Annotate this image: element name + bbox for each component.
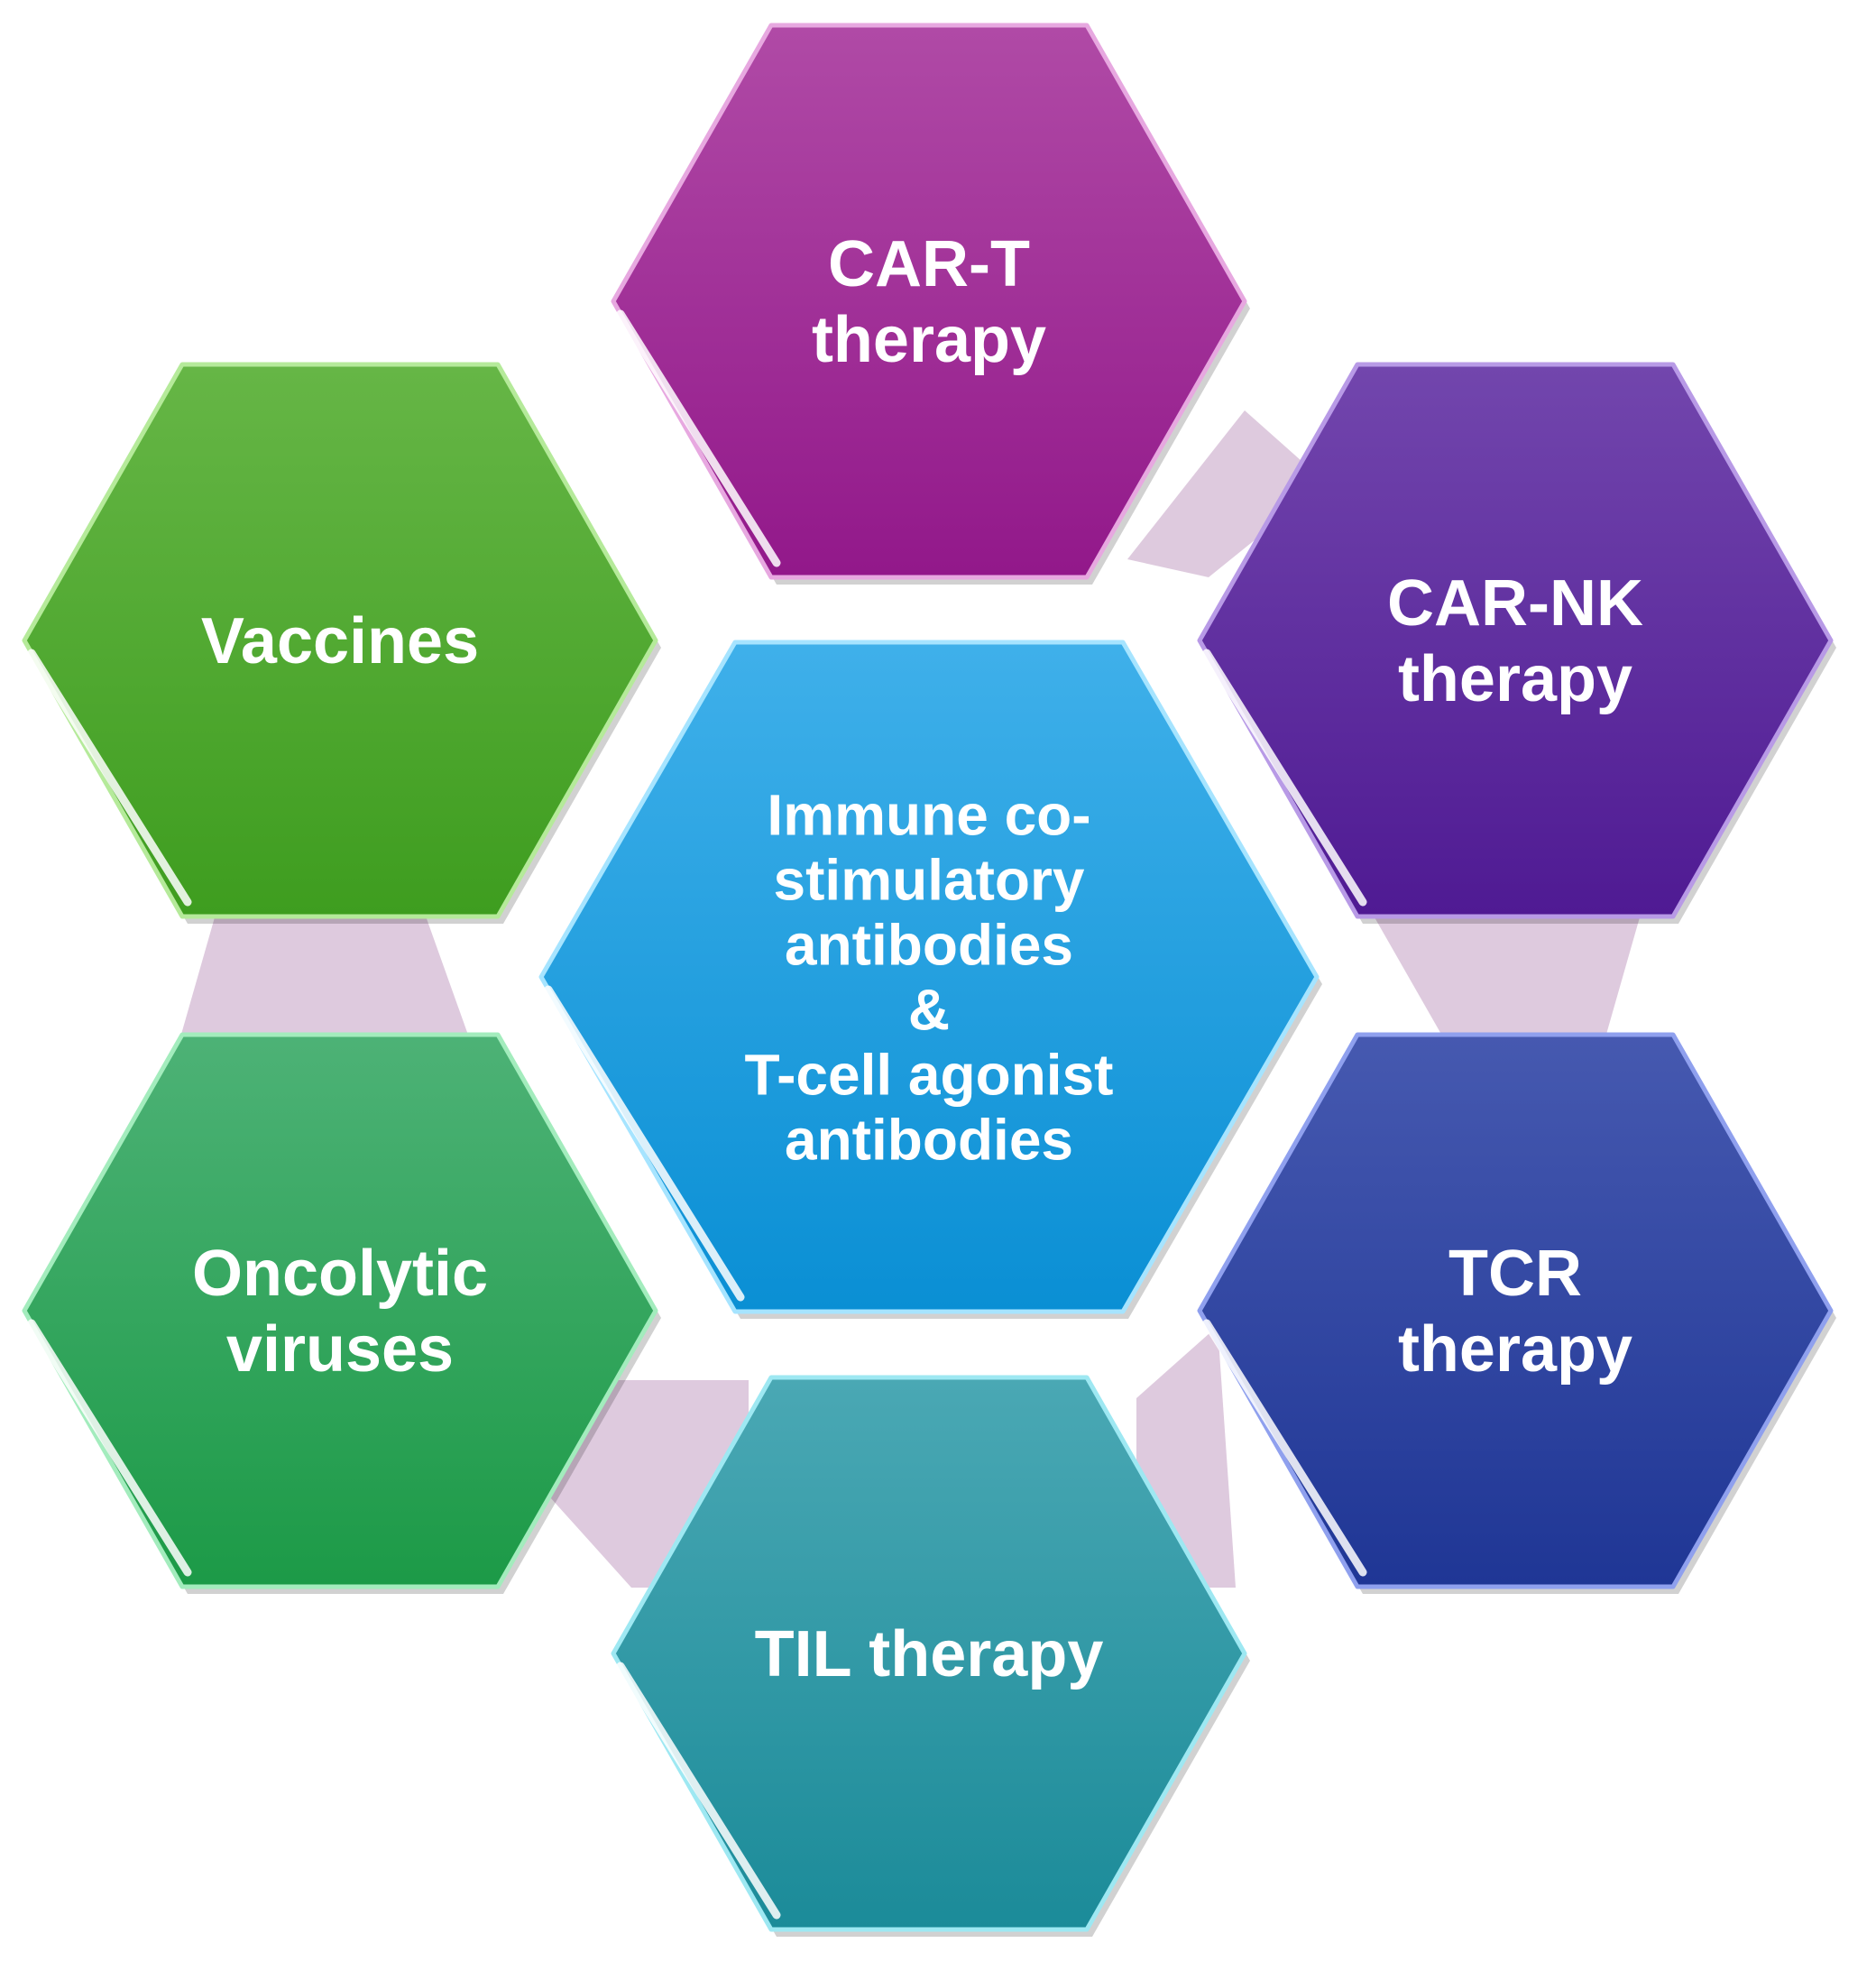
hexagon-shape	[22, 1032, 658, 1589]
hexagon-label-line: TIL therapy	[755, 1618, 1104, 1690]
hexagon-highlight	[1202, 649, 1367, 907]
hexagon-shape	[611, 1375, 1247, 1932]
hexagon-shape	[538, 640, 1320, 1314]
hexagon-label-line: viruses	[226, 1313, 454, 1386]
hexagon-label-line: antibodies	[785, 912, 1073, 977]
hexagon-label-line: antibodies	[785, 1107, 1073, 1172]
connector-band-5	[180, 911, 469, 1037]
hexagon-label-line: Oncolytic	[192, 1238, 488, 1310]
hexagon-shape	[1197, 1032, 1834, 1589]
hexagon-label-line: Immune co-	[767, 782, 1090, 847]
hexagon-shape	[1197, 362, 1834, 919]
hexagon-label-line: therapy	[812, 304, 1046, 376]
hexagon-highlight	[27, 1319, 192, 1577]
hexagon-highlight	[616, 1662, 781, 1920]
connector-band-2	[1371, 911, 1642, 1037]
hexagon-vaccines: Vaccines	[22, 362, 661, 924]
connector-layer	[180, 410, 1642, 1588]
hexagon-shape	[611, 23, 1247, 580]
hexagon-label-line: T-cell agonist	[745, 1042, 1114, 1107]
hexagon-label-line: TCR	[1448, 1238, 1582, 1310]
connector-band-1	[1127, 410, 1326, 577]
hexagon-label-line: therapy	[1398, 643, 1632, 715]
hexagon-label-line: CAR-T	[828, 228, 1030, 300]
hexagon-shape	[22, 362, 658, 919]
hexagon-label: Vaccines	[201, 605, 479, 677]
hexagon-highlight	[1202, 1319, 1367, 1577]
hexagon-label-line: therapy	[1398, 1313, 1632, 1386]
hexagon-label-line: Vaccines	[201, 605, 479, 677]
hexagon-label-line: CAR-NK	[1387, 567, 1643, 640]
hexagon-til: TIL therapy	[611, 1375, 1250, 1937]
hexagon-highlight	[616, 309, 781, 567]
hexagon-highlight	[27, 649, 192, 907]
hexagon-highlight	[544, 985, 745, 1302]
hexagon-label-line: &	[908, 977, 950, 1042]
hexagon-label: TIL therapy	[755, 1618, 1104, 1690]
hexagon-label-line: stimulatory	[774, 847, 1085, 912]
